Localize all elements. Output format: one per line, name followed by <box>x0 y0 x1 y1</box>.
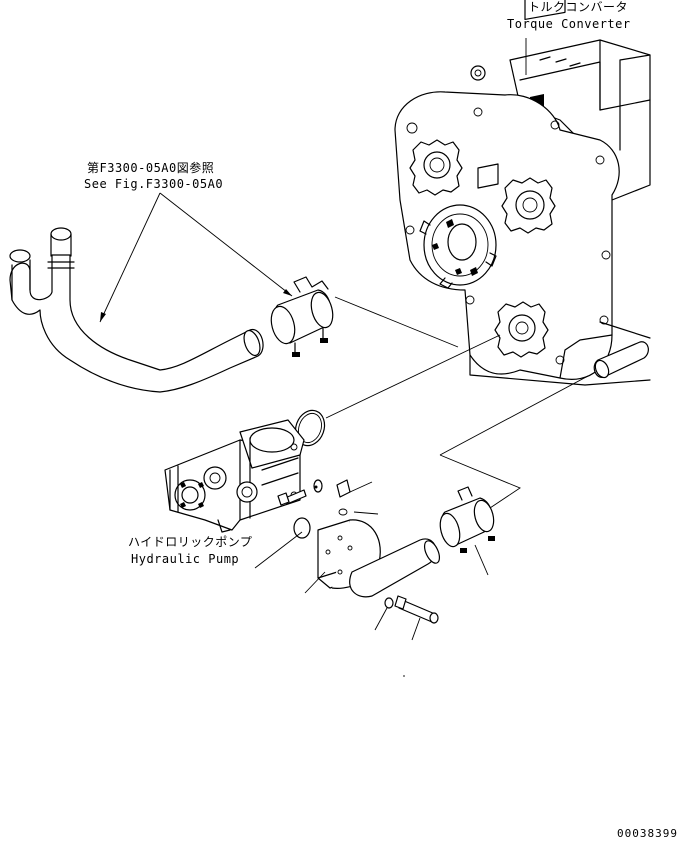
plug <box>336 479 351 516</box>
pump-mounting-bolt <box>277 479 323 506</box>
o-ring <box>294 409 326 447</box>
see-fig-label-jp: 第F3300-05A0図参照 <box>87 161 215 175</box>
torque-converter-label-jp: トルクコンバータ <box>528 0 629 14</box>
see-fig-label-en: See Fig.F3300-05A0 <box>84 177 224 191</box>
hydraulic-pump <box>164 419 305 533</box>
block-bolt <box>384 595 439 624</box>
suction-tube <box>9 227 264 393</box>
drawing-number: 00038399 <box>617 827 678 840</box>
torque-converter-housing <box>394 0 651 386</box>
torque-converter-label-en: Torque Converter <box>507 17 631 31</box>
leader-lines <box>99 38 589 677</box>
hydraulic-pump-label-jp: ハイドロリックポンプ <box>128 535 253 549</box>
hose-clamp-lower <box>439 486 495 553</box>
connecting-hose <box>349 538 441 598</box>
hose-clamp-upper <box>270 276 334 357</box>
pump-o-ring <box>293 517 311 539</box>
hydraulic-pump-label-en: Hydraulic Pump <box>131 552 240 566</box>
